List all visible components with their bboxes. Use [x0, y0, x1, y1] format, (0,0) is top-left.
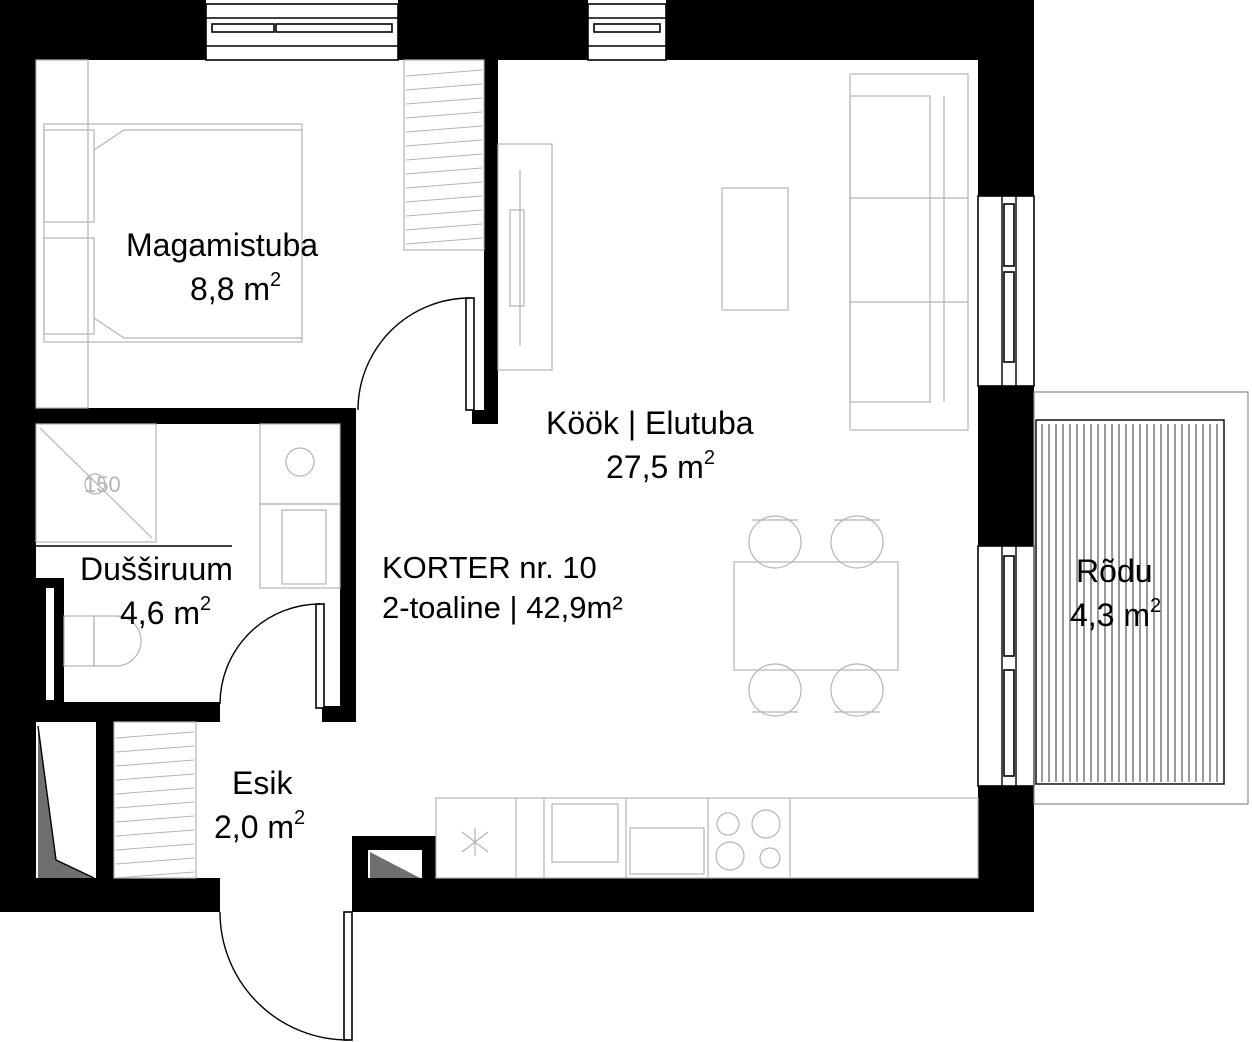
wall-bath-bottom-right	[322, 706, 356, 722]
walls	[0, 0, 1034, 912]
bedroom-name: Magamistuba	[126, 227, 318, 263]
balcony-door	[977, 545, 1035, 787]
shower-room-area: 4,6 m2	[120, 593, 211, 631]
wall-right-top	[978, 0, 1034, 196]
balcony-deck-slats	[1041, 424, 1218, 782]
wall-bottom-left	[0, 878, 220, 912]
cooktop	[715, 809, 781, 871]
windows	[205, 3, 1035, 787]
wall-bath-bottom	[36, 702, 220, 722]
door-bedroom	[357, 297, 475, 411]
hall-area: 2,0 m2	[214, 807, 305, 845]
tv-unit	[497, 143, 553, 371]
wall-left	[0, 0, 36, 912]
door-entrance	[219, 911, 353, 1041]
wall-bedroom-bottom	[36, 408, 356, 424]
window-living-top	[587, 3, 667, 61]
wall-bottom-right	[352, 878, 1034, 912]
bed	[35, 59, 303, 409]
shaft-kitchen-fill	[370, 852, 420, 878]
kitchen-sink	[551, 803, 619, 863]
shaft-hall-fill	[38, 726, 94, 878]
wall-bedroom-living-jamb	[472, 410, 498, 424]
apartment-title: KORTER nr. 10	[382, 550, 597, 585]
fridge-icon	[461, 828, 489, 856]
doors	[219, 297, 475, 1041]
wall-right-middle	[978, 386, 1034, 546]
furniture: 150	[35, 59, 979, 879]
wall-bedroom-living	[484, 60, 498, 424]
window-bedroom	[205, 3, 399, 61]
balcony-name: Rõdu	[1076, 553, 1153, 589]
wall-hall-closet	[96, 722, 114, 878]
washing-machine	[259, 423, 341, 505]
living-name: Köök | Elutuba	[546, 405, 754, 441]
apartment-summary: 2-toaline | 42,9m²	[382, 590, 623, 625]
living-area: 27,5 m2	[606, 447, 715, 485]
bedroom-area: 8,8 m2	[190, 269, 281, 307]
bathroom-sink	[259, 503, 341, 589]
dining-table	[733, 561, 899, 671]
wardrobe-bedroom	[403, 59, 485, 251]
shower: 150	[35, 423, 232, 547]
dishwasher	[629, 827, 705, 875]
wardrobe-hall	[113, 721, 197, 879]
toilet	[63, 615, 142, 667]
balcony	[1033, 391, 1249, 805]
hall-name: Esik	[232, 765, 293, 801]
wall-top-right	[666, 0, 1034, 60]
door-bathroom	[219, 603, 325, 709]
balcony-area: 4,3 m2	[1070, 595, 1161, 633]
shower-size-label: 150	[84, 472, 121, 497]
sofa	[849, 73, 969, 431]
shower-room-name: Dušširuum	[80, 551, 233, 587]
window-living-right	[977, 195, 1035, 387]
dining-chairs	[748, 515, 884, 717]
coffee-table	[721, 187, 789, 311]
labels: Magamistuba 8,8 m2 Köök | Elutuba 27,5 m…	[80, 227, 1161, 845]
kitchen-counter	[435, 797, 979, 879]
wall-top-middle	[398, 0, 588, 60]
wall-bath-right	[340, 408, 356, 722]
